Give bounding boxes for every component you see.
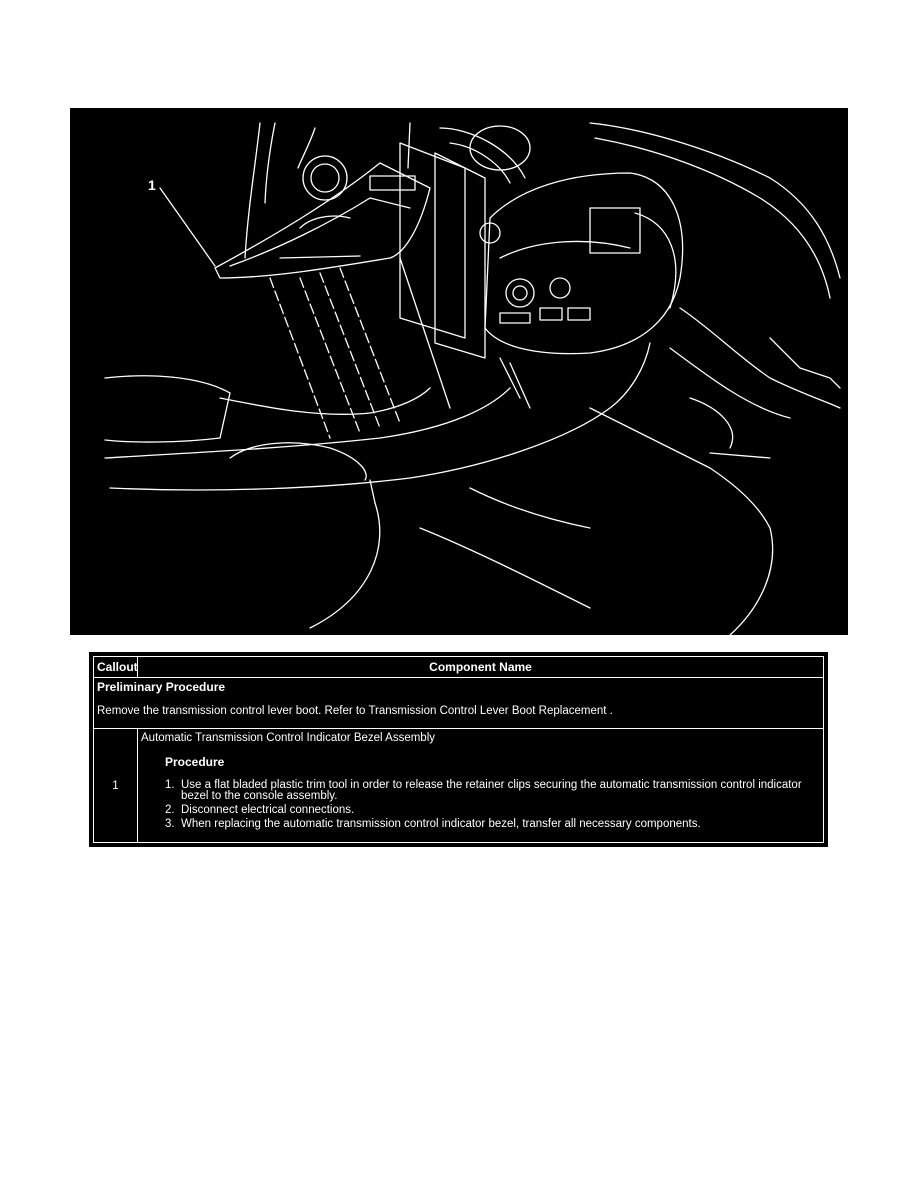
line-drawing: 1 — [104, 122, 841, 635]
procedure-step: 1. Use a flat bladed plastic trim tool i… — [165, 779, 820, 802]
header-component-name: Component Name — [137, 656, 824, 678]
table-row: 1 Automatic Transmission Control Indicat… — [93, 728, 824, 843]
callout-table: Callout Component Name Preliminary Proce… — [89, 652, 828, 847]
component-cell: Automatic Transmission Control Indicator… — [137, 728, 824, 843]
step-number: 1. — [165, 779, 175, 791]
callout-number: 1 — [93, 728, 138, 843]
component-name: Automatic Transmission Control Indicator… — [141, 732, 436, 744]
step-number: 2. — [165, 804, 175, 816]
procedure-title: Procedure — [165, 755, 225, 769]
procedure-step: 3. When replacing the automatic transmis… — [165, 818, 820, 830]
step-text: When replacing the automatic transmissio… — [181, 818, 701, 830]
procedure-steps: 1. Use a flat bladed plastic trim tool i… — [141, 779, 820, 830]
step-text: Use a flat bladed plastic trim tool in o… — [181, 779, 802, 802]
header-callout: Callout — [93, 656, 138, 678]
step-text: Disconnect electrical connections. — [181, 804, 355, 816]
preliminary-title: Preliminary Procedure — [97, 680, 226, 694]
preliminary-procedure: Preliminary Procedure Remove the transmi… — [93, 677, 824, 729]
callout-label-1: 1 — [148, 177, 156, 193]
procedure-step: 2. Disconnect electrical connections. — [165, 804, 820, 816]
bezel-illustration: 1 — [70, 108, 848, 635]
preliminary-text: Remove the transmission control lever bo… — [97, 705, 613, 717]
step-number: 3. — [165, 818, 175, 830]
